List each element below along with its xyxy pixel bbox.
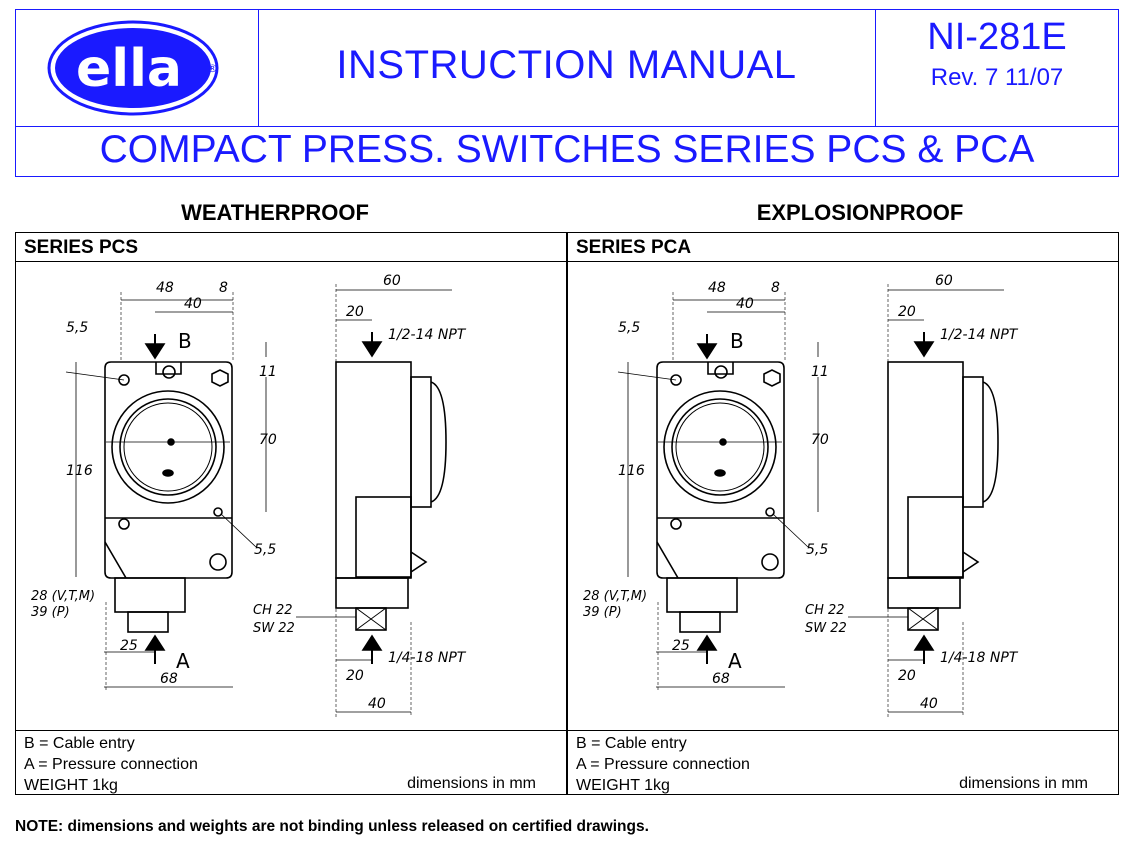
side-dim-60: 60	[935, 273, 953, 289]
wrench-sw: SW 22	[805, 621, 847, 636]
dim-hole-bottom: 5,5	[806, 542, 828, 558]
wrench-ch: CH 22	[253, 603, 293, 618]
dim-11: 11	[811, 364, 829, 380]
side-dim-40: 40	[920, 696, 938, 712]
side-dim-40: 40	[368, 696, 386, 712]
dim-40: 40	[736, 296, 754, 312]
revision: Rev. 7 11/07	[930, 64, 1064, 91]
note-cable-entry: B = Cable entry	[24, 735, 135, 752]
header-divider-left	[258, 9, 259, 126]
label-b: B	[178, 329, 192, 353]
thread-quarter-inch: 1/4-18 NPT	[388, 650, 467, 666]
dimensions-note: dimensions in mm	[407, 775, 536, 792]
dim-25: 25	[120, 638, 138, 654]
dim-25: 25	[672, 638, 690, 654]
side-dim-20: 20	[346, 304, 364, 320]
ella-logo: ella ®	[47, 20, 219, 116]
panel-pcs: SERIES PCS 4	[15, 232, 567, 795]
dim-70: 70	[811, 432, 829, 448]
wrench-sw: SW 22	[253, 621, 295, 636]
side-dim-20b: 20	[346, 668, 364, 684]
dim-68: 68	[712, 671, 730, 687]
dim-70: 70	[259, 432, 277, 448]
thread-half-inch: 1/2-14 NPT	[388, 327, 467, 343]
header-divider-right	[875, 9, 876, 126]
thread-half-inch: 1/2-14 NPT	[940, 327, 1019, 343]
footnote-text: dimensions and weights are not binding u…	[63, 818, 649, 835]
header-frame	[15, 9, 1119, 177]
series-label: SERIES PCS	[24, 237, 139, 258]
label-b: B	[730, 329, 744, 353]
dim-8: 8	[771, 280, 780, 296]
side-dim-20: 20	[898, 304, 916, 320]
document-title: INSTRUCTION MANUAL	[336, 43, 797, 87]
dim-40: 40	[184, 296, 202, 312]
thread-quarter-inch: 1/4-18 NPT	[940, 650, 1019, 666]
dim-hole-top: 5,5	[618, 320, 640, 336]
dim-11: 11	[259, 364, 277, 380]
wrench-ch: CH 22	[805, 603, 845, 618]
note-pressure-connection: A = Pressure connection	[576, 756, 750, 773]
note-cable-entry: B = Cable entry	[576, 735, 687, 752]
dim-116: 116	[66, 463, 93, 479]
dim-28: 28 (V,T,M)	[31, 589, 95, 604]
side-dim-60: 60	[383, 273, 401, 289]
dim-hole-bottom: 5,5	[254, 542, 276, 558]
dim-48: 48	[156, 280, 174, 296]
panel-pca: SERIES PCA 4	[567, 232, 1119, 795]
dim-8: 8	[219, 280, 228, 296]
document-number: NI-281E	[927, 16, 1067, 58]
dimension-drawing: 48 8 40 5,5 B 11 70 116 5,5 28 (V,T,M) 3…	[31, 273, 467, 717]
dim-68: 68	[160, 671, 178, 687]
label-a: A	[728, 649, 742, 673]
dim-hole-top: 5,5	[66, 320, 88, 336]
dim-39: 39 (P)	[583, 605, 622, 620]
dimension-drawing: 48 8 40 5,5 B 11 70 116 5,5 28 (V,T,M) 3…	[583, 273, 1019, 717]
dim-39: 39 (P)	[31, 605, 70, 620]
header-divider	[15, 126, 1119, 127]
section-heading-weatherproof: WEATHERPROOF	[181, 200, 369, 225]
footnote-label: NOTE:	[15, 818, 64, 835]
note-pressure-connection: A = Pressure connection	[24, 756, 198, 773]
note-weight: WEIGHT 1kg	[24, 777, 118, 794]
svg-text:ella: ella	[76, 39, 182, 99]
dimensions-note: dimensions in mm	[959, 775, 1088, 792]
document-subtitle: COMPACT PRESS. SWITCHES SERIES PCS & PCA	[99, 128, 1035, 171]
label-a: A	[176, 649, 190, 673]
notes: B = Cable entry A = Pressure connection …	[576, 733, 750, 796]
section-heading-explosionproof: EXPLOSIONPROOF	[756, 200, 964, 225]
svg-text:®: ®	[207, 62, 218, 75]
dim-116: 116	[618, 463, 645, 479]
notes: B = Cable entry A = Pressure connection …	[24, 733, 198, 796]
side-dim-20b: 20	[898, 668, 916, 684]
dim-48: 48	[708, 280, 726, 296]
note-weight: WEIGHT 1kg	[576, 777, 670, 794]
series-label: SERIES PCA	[576, 237, 692, 258]
footnote: NOTE: dimensions and weights are not bin…	[15, 818, 649, 836]
dim-28: 28 (V,T,M)	[583, 589, 647, 604]
